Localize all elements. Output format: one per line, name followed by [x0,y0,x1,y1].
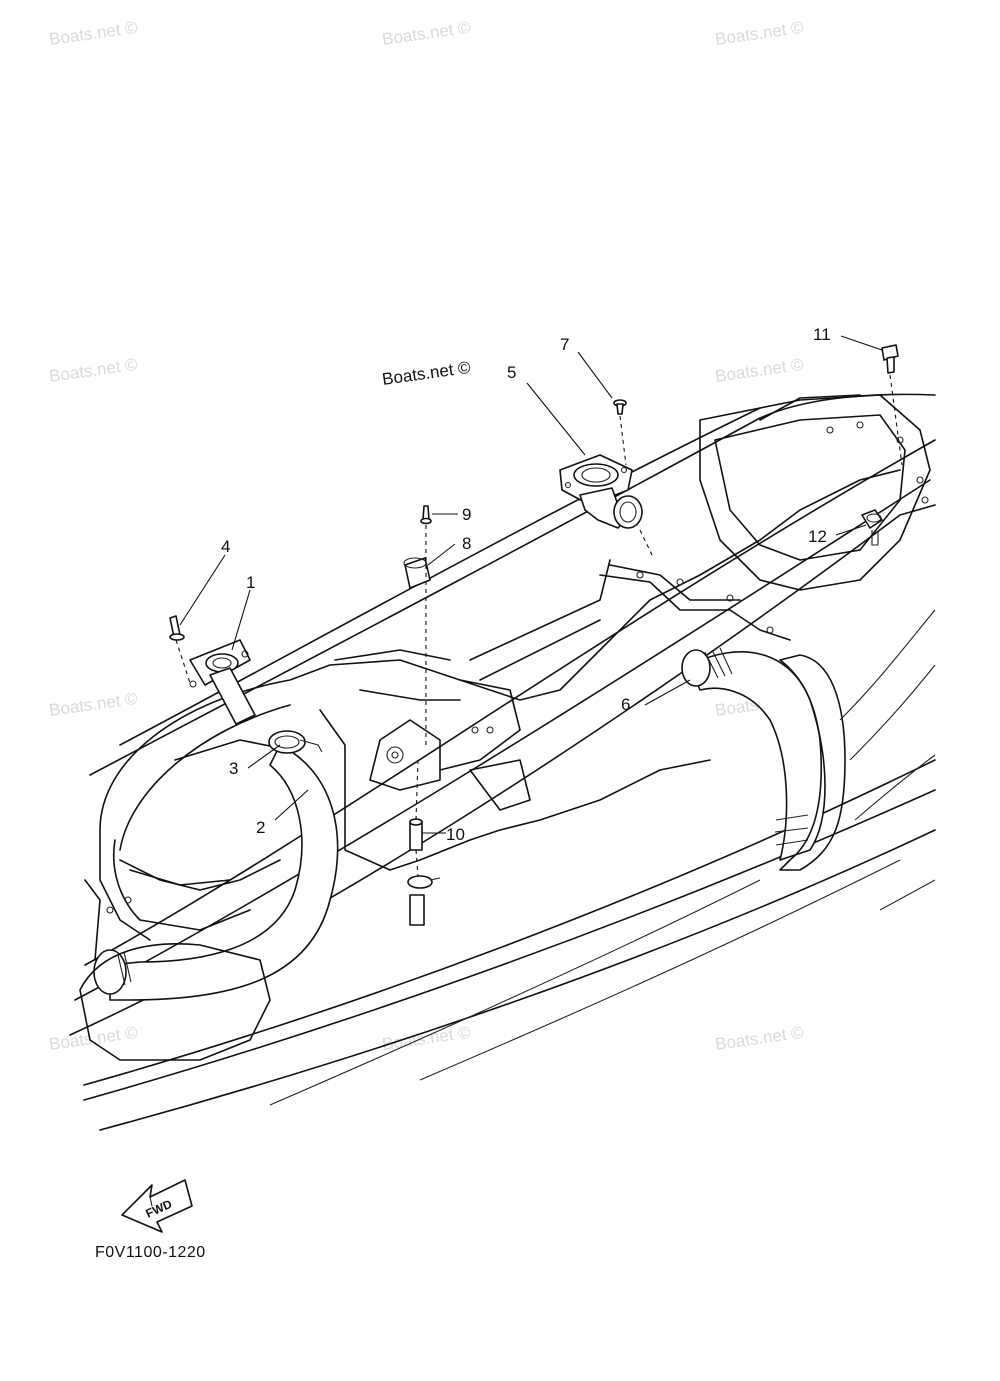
watermark: Boats.net © [714,1023,805,1054]
callout-2: 2 [256,818,265,837]
part-1-fitting [189,639,256,725]
part-4-screw [169,615,185,641]
callout-10: 10 [446,825,465,844]
callout-12: 12 [808,527,827,546]
watermark: Boats.net © [48,689,139,720]
part-10-plug [407,818,441,926]
assembly-lines [175,374,903,877]
leader-lines [179,335,883,834]
watermark: Boats.net © [48,355,139,386]
callout-9: 9 [462,505,471,524]
part-9-rivet [420,505,432,525]
callout-5: 5 [507,363,516,382]
watermark-dark: Boats.net © [381,358,472,389]
deck-frame [84,394,931,961]
hose-front [79,744,339,1061]
callout-7: 7 [560,335,569,354]
watermark: Boats.net © [714,355,805,386]
watermark: Boats.net © [381,18,472,49]
part-6-hose [681,647,846,871]
diagram-code: F0V1100-1220 [95,1244,206,1261]
watermark: Boats.net © [48,18,139,49]
callout-11: 11 [813,325,831,344]
callout-4: 4 [221,537,230,556]
part-5-elbow [559,454,643,529]
part-12-clip [861,509,883,546]
watermark: Boats.net © [48,1023,139,1054]
fwd-arrow-icon: FWD [121,1179,193,1233]
callout-6: 6 [621,695,630,714]
callout-1: 1 [246,573,255,592]
callout-8: 8 [462,534,471,553]
part-3-clamp [268,730,323,754]
watermarks: Boats.net © Boats.net © Boats.net © Boat… [48,18,805,1054]
part-11-bolt [881,344,899,374]
part-7-screw [613,399,627,415]
callout-3: 3 [229,759,238,778]
watermark: Boats.net © [381,1023,472,1054]
part-8-grommet [403,557,431,589]
callouts: 1 2 3 4 5 6 7 8 9 10 11 12 [221,325,831,844]
watermark: Boats.net © [714,18,805,49]
